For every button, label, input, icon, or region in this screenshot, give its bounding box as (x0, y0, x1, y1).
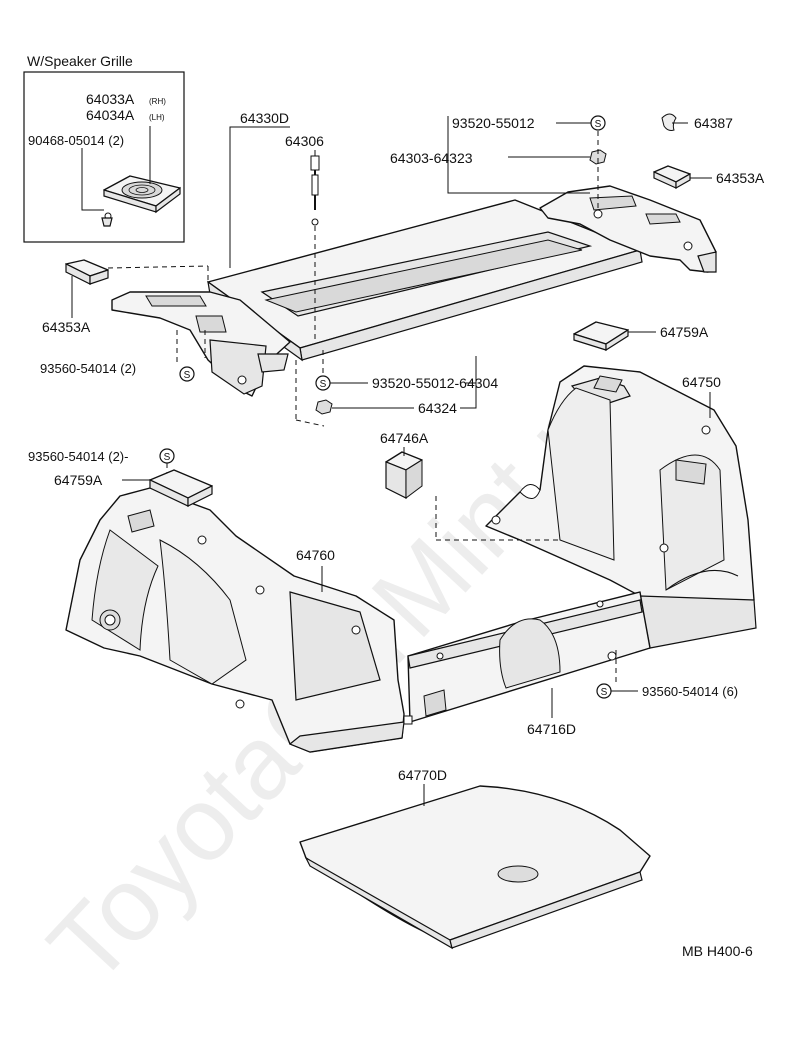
label-64387: 64387 (694, 115, 733, 131)
svg-text:S: S (601, 687, 608, 698)
svg-text:S: S (184, 370, 191, 381)
nut-icon-mid (315, 399, 333, 415)
label-93560-54014-left2: 93560-54014 (2)- (28, 449, 128, 464)
screw-symbol-mid: S (315, 375, 331, 391)
label-64303-64323: 64303-64323 (390, 150, 473, 166)
svg-text:S: S (320, 379, 327, 390)
trunk-side-trim-left (65, 487, 405, 753)
speaker-grille-part (103, 175, 181, 214)
screw-symbol-left2: S (159, 448, 175, 464)
label-64353A-right: 64353A (716, 170, 765, 186)
label-lh: (LH) (149, 113, 165, 122)
part-64353A-left (65, 259, 109, 285)
label-64760: 64760 (296, 547, 335, 563)
label-64750: 64750 (682, 374, 721, 390)
part-64306-rod (310, 155, 320, 226)
label-64353A-left: 64353A (42, 319, 91, 335)
label-64770D: 64770D (398, 767, 447, 783)
label-93560-54014-left: 93560-54014 (2) (40, 361, 136, 376)
part-64759A-left (149, 469, 213, 507)
label-64746A: 64746A (380, 430, 429, 446)
part-64759A-right (573, 321, 629, 352)
left-tray-bracket (111, 291, 291, 397)
label-64330D: 64330D (240, 110, 289, 126)
label-93520-55012-top: 93520-55012 (452, 115, 535, 131)
screw-symbol-left: S (179, 366, 195, 382)
label-64716D: 64716D (527, 721, 576, 737)
label-90468-05014: 90468-05014 (2) (28, 133, 124, 148)
part-64353A-right (653, 165, 691, 190)
clip-64387-icon (661, 113, 677, 131)
label-64034A: 64034A (86, 107, 135, 123)
part-64746A (385, 451, 423, 499)
svg-text:S: S (595, 119, 602, 130)
speaker-grille-inset: W/Speaker Grille 64033A (RH) 64034A (LH)… (23, 53, 185, 243)
trunk-rear-trim (403, 591, 651, 725)
screw-symbol-right: S (596, 683, 612, 699)
trunk-floor-mat (299, 785, 651, 950)
trunk-side-trim-right (485, 365, 757, 649)
screw-symbol: S (590, 115, 606, 131)
label-64033A: 64033A (86, 91, 135, 107)
inset-title: W/Speaker Grille (27, 53, 133, 69)
label-rh: (RH) (149, 97, 166, 106)
label-64759A-left: 64759A (54, 472, 103, 488)
label-64324: 64324 (418, 400, 457, 416)
label-93560-54014-right: 93560-54014 (6) (642, 684, 738, 699)
nut-icon (589, 149, 607, 165)
right-tray-bracket (539, 185, 717, 273)
diagram-code: MB H400-6 (682, 943, 753, 959)
label-64306: 64306 (285, 133, 324, 149)
label-93520-55012-64304: 93520-55012-64304 (372, 375, 498, 391)
svg-text:S: S (164, 452, 171, 463)
label-64759A-right: 64759A (660, 324, 709, 340)
